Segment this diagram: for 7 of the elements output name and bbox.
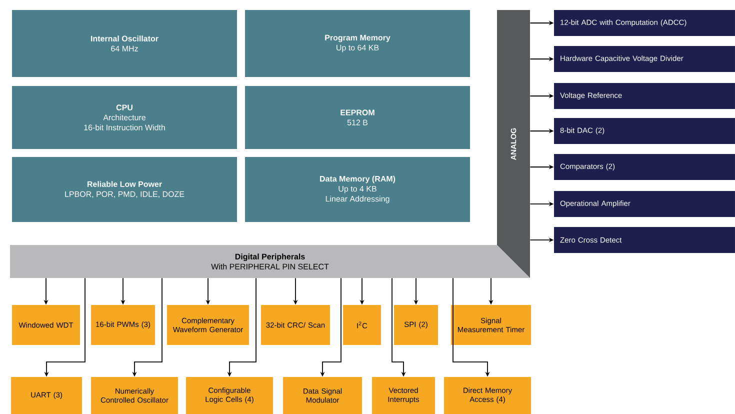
block-box: CPU Architecture 16-bit Instruction Width [12,86,237,149]
block-box: Program Memory Up to 64 KB [245,10,470,77]
block-box: Reliable Low Power LPBOR, POR, PMD, IDLE, DOZE [12,157,237,222]
block-box: Internal Oscillator 64 MHz [12,10,237,77]
block-box: Data Memory (RAM) Up to 4 KB Linear Addressing [245,157,470,222]
peripheral-band: Digital Peripherals With PERIPHERAL PIN SELECT [10,244,530,278]
block-box: EEPROM 512 B [245,86,470,149]
